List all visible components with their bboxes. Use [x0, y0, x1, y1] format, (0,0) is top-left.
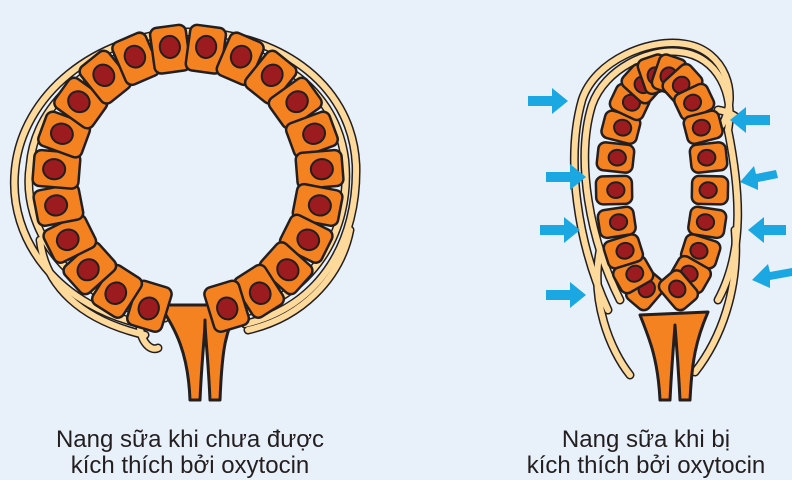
- duct-right: [640, 312, 708, 400]
- relaxed-alveolus: [14, 24, 356, 400]
- secretory-cell: [32, 183, 84, 227]
- caption-left-line2: kích thích bởi oxytocin: [20, 453, 360, 479]
- arrow-right-icon: [546, 282, 586, 308]
- caption-stimulated: Nang sữa khi bị kích thích bởi oxytocin: [500, 427, 792, 479]
- caption-left-line1: Nang sữa khi chưa được: [20, 427, 360, 453]
- caption-right-line2: kích thích bởi oxytocin: [500, 453, 792, 479]
- contracted-alveolus: [528, 43, 792, 400]
- pressure-arrows: [528, 88, 792, 308]
- arrow-left-icon: [740, 166, 778, 190]
- secretory-cell: [689, 142, 728, 174]
- nucleus: [310, 158, 334, 180]
- secretory-cell: [596, 176, 633, 205]
- arrow-left-icon: [748, 217, 786, 243]
- arrow-left-icon: [730, 107, 770, 133]
- caption-unstimulated: Nang sữa khi chưa được kích thích bởi ox…: [20, 427, 360, 479]
- nucleus: [697, 149, 716, 166]
- caption-right-line1: Nang sữa khi bị: [500, 427, 792, 453]
- arrow-right-icon: [528, 88, 568, 114]
- arrow-left-icon: [752, 264, 792, 288]
- nucleus: [699, 182, 717, 198]
- nucleus: [42, 158, 66, 180]
- secretory-cell: [597, 206, 637, 239]
- secretory-cells-right: [596, 53, 728, 313]
- secretory-cell: [149, 24, 191, 74]
- secretory-cell: [692, 176, 729, 205]
- secretory-cells-left: [32, 24, 344, 334]
- arrow-right-icon: [540, 217, 580, 243]
- secretory-cell: [596, 142, 635, 174]
- nucleus: [608, 149, 627, 166]
- nucleus: [607, 182, 625, 198]
